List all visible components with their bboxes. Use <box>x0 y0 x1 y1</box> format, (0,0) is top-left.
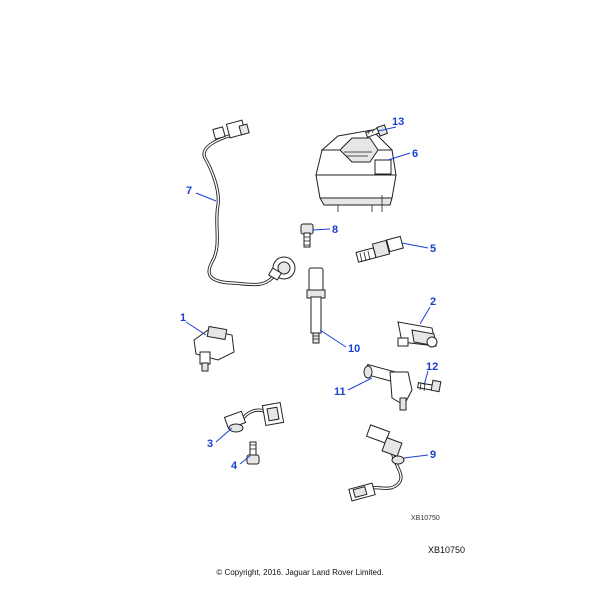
leader-11 <box>347 377 373 391</box>
callout-5: 5 <box>430 243 436 255</box>
part-8-bolt <box>300 223 314 248</box>
part-4-bolt <box>246 441 260 465</box>
diagram-reference: XB10750 <box>428 545 466 555</box>
part-11-position-sensor <box>363 363 413 411</box>
leader-2 <box>419 306 431 325</box>
leader-10 <box>319 329 347 348</box>
part-7-sensor-harness <box>202 119 296 287</box>
leader-9 <box>403 454 429 459</box>
leader-lines <box>185 126 431 465</box>
leader-4 <box>239 455 251 465</box>
part-9-sensor-harness <box>348 424 405 502</box>
callout-10: 10 <box>348 343 360 355</box>
part-2-sensor <box>397 321 438 348</box>
callout-6: 6 <box>412 148 418 160</box>
leader-1 <box>185 321 207 336</box>
part-12-bolt <box>417 379 442 393</box>
leader-6 <box>387 152 411 161</box>
leader-12 <box>423 370 429 386</box>
part-5-sensor <box>355 235 404 263</box>
callout-8: 8 <box>332 224 338 236</box>
leader-13 <box>377 126 397 132</box>
leader-3 <box>215 427 233 443</box>
callout-4: 4 <box>231 460 238 472</box>
part-10-sensor <box>306 267 326 344</box>
callout-3: 3 <box>207 438 213 450</box>
callout-7: 7 <box>186 185 192 197</box>
callout-2: 2 <box>430 296 436 308</box>
diagram-reference-small: XB10750 <box>411 515 440 522</box>
callout-1: 1 <box>180 312 186 324</box>
copyright-notice: © Copyright, 2016. Jaguar Land Rover Lim… <box>216 568 384 577</box>
callouts: 13 6 7 8 5 2 1 10 12 11 3 4 9 <box>180 116 438 472</box>
callout-13: 13 <box>392 116 404 128</box>
part-1-pressure-sensor <box>193 325 235 372</box>
callout-11: 11 <box>334 386 346 398</box>
part-6-control-module <box>315 129 397 212</box>
leader-5 <box>401 242 429 249</box>
part-3-crank-sensor <box>223 402 285 433</box>
leader-8 <box>312 228 331 231</box>
callout-12: 12 <box>426 361 438 373</box>
callout-9: 9 <box>430 449 436 461</box>
leader-7 <box>195 192 217 202</box>
